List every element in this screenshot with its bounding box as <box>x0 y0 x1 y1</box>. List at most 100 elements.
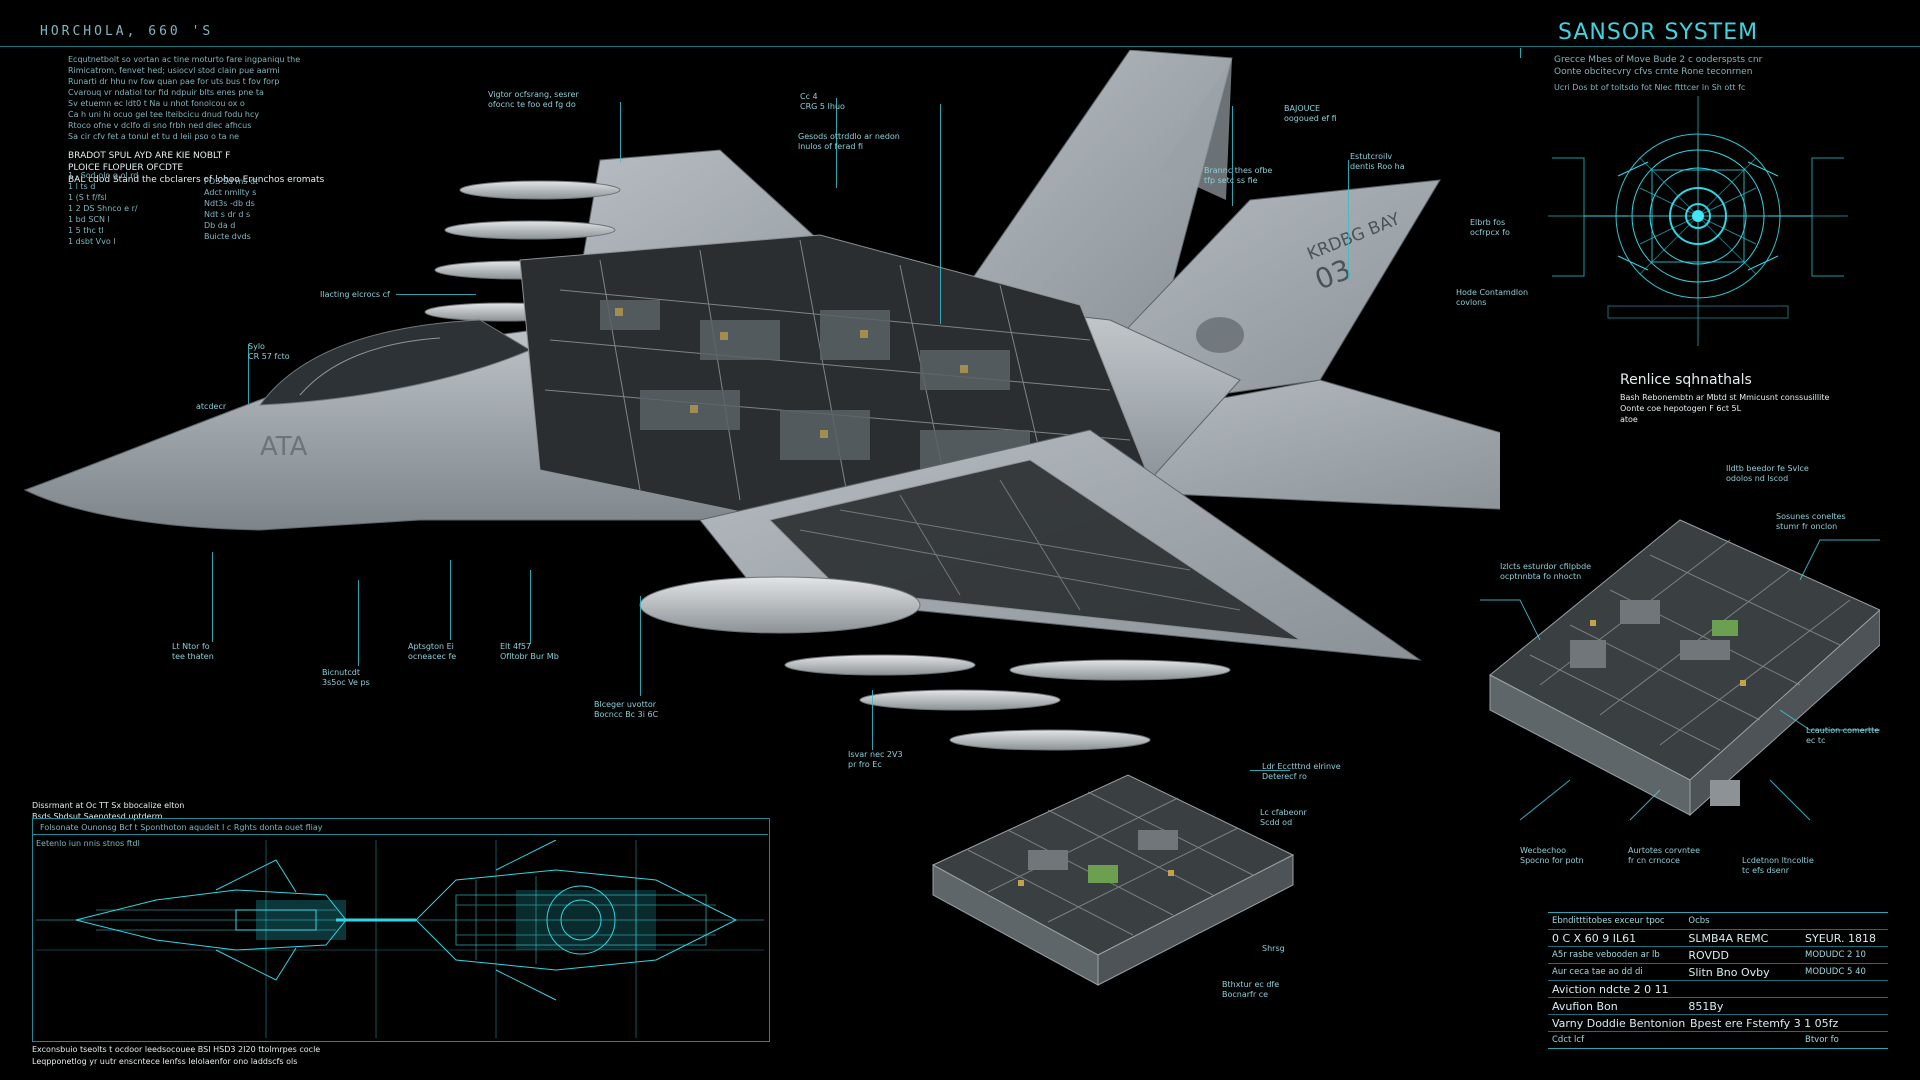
sensor-desc-line: Grecce Mbes of Move Bude 2 c ooderspsts … <box>1554 55 1763 65</box>
intro-text-block: Ecqutnetbolt so vortan ac tine moturto f… <box>68 54 324 186</box>
sensor-title: SANSOR SYSTEM <box>1558 20 1759 45</box>
sensor-description: Grecce Mbes of Move Bude 2 c ooderspsts … <box>1554 54 1762 93</box>
spec-item: Ndt s dr d s <box>204 210 251 219</box>
info-table: Ebnditttitobes exceur tpoc Ocbs 0 C X 60… <box>1548 912 1888 1049</box>
spec-item: 1 dsbt Vvo l <box>68 237 116 246</box>
spec-list-left: 1 , Sod olo g ol rd 1 l ts d 1 (S t f/fs… <box>68 170 138 247</box>
blueprint-footer: Leqpponetlog yr uutr enscntece lenfss le… <box>32 1057 298 1066</box>
table-row: Aur ceca tae ao dd di Slitn Bno Ovby MOD… <box>1548 964 1888 981</box>
intro-line: Cvarouq vr ndatiol tor fid ndpuir blts e… <box>68 88 264 97</box>
table-row: Cdct lcf Btvor fo <box>1552 1035 1839 1045</box>
leader-line <box>248 344 249 404</box>
sub-heading: PLOICE FLOPUER OFCDTE <box>68 163 184 173</box>
spec-item: Ndt3s -db ds <box>204 199 255 208</box>
spec-item: 1 2 DS Shnco e r/ <box>68 204 138 213</box>
blueprint-row-divider <box>32 834 768 835</box>
blueprint-panel <box>32 818 770 1042</box>
header-divider <box>0 46 1920 47</box>
leader-line <box>940 104 941 324</box>
relay-line: atoe <box>1620 415 1638 424</box>
table-row: Ebnditttitobes exceur tpoc Ocbs <box>1548 913 1888 930</box>
intro-line: Ca h uni hi ocuo gel tee lteibcicu dnud … <box>68 110 260 119</box>
leader-line <box>1250 770 1290 771</box>
page-title: HORCHOLA, 660 'S <box>40 24 214 39</box>
relay-line: Oonte coe hepotogen F 6ct 5L <box>1620 404 1742 413</box>
blueprint-footer: Exconsbuio tseolts t ocdoor leedsocouee … <box>32 1045 321 1054</box>
sensor-radar-schematic <box>1548 96 1848 346</box>
callout: atcdecr <box>196 402 227 411</box>
table-row: Varny Doddie Bentonion Bpest ere Fstemfy… <box>1548 1015 1888 1032</box>
spec-item: POS Sd ms dt <box>204 177 259 186</box>
leader-line <box>1232 106 1233 206</box>
intro-line: Sv etuemn ec ldt0 t Na u nhot fonolcou o… <box>68 99 245 108</box>
intro-line: Rimicatrom, fenvet hed; usiocvl stod cla… <box>68 66 280 75</box>
sensor-desc-line: Oonte obcitecvry cfvs crnte Rone teconrn… <box>1554 67 1753 77</box>
spec-item: 1 5 thc tl <box>68 226 104 235</box>
leader-line <box>640 596 641 696</box>
leader-line <box>1348 160 1349 280</box>
leader-line <box>620 102 621 162</box>
intro-line: Rtoco ofne v dclfo di sno frbh ned dlec … <box>68 121 252 130</box>
callout: Ilacting elcrocs cf <box>320 290 390 299</box>
sensor-desc-line: Ucri Dos bt of toltsdo fot Nlec ftttcer … <box>1554 83 1746 92</box>
blueprint-title: Dissrmant at Oc TT Sx bbocalize elton <box>32 801 185 810</box>
leader-line <box>530 570 531 644</box>
leader-line <box>836 98 837 188</box>
sub-heading: BRADOT SPUL AYD ARE KIE NOBLT F <box>68 151 231 161</box>
intro-line: Ecqutnetbolt so vortan ac tine moturto f… <box>68 55 301 64</box>
table-row: Aviction ndcte 2 0 11 <box>1548 981 1888 998</box>
spec-item: 1 , Sod olo g ol rd <box>68 171 139 180</box>
leader-line <box>358 580 359 666</box>
blueprint-schematic <box>36 840 764 1038</box>
table-row: Avufion Bon 851By <box>1548 998 1888 1015</box>
spec-item: Db da d <box>204 221 236 230</box>
blueprint-legend: Eetenlo iun nnis stnos ftdl <box>36 839 140 848</box>
avionics-module-right <box>1480 519 1880 821</box>
blueprint-row-text: Folsonate Ounonsg Bcf t Sponthoton aqude… <box>40 823 323 832</box>
relay-line: Bash Rebonembtn ar Mbtd st Mmicusnt cons… <box>1620 393 1830 402</box>
spec-item: 1 bd SCN l <box>68 215 110 224</box>
blueprint-subtitle: Bsds Sbdsut Saenotesd uptderm <box>32 812 163 821</box>
relay-heading: Renlice sqhnathals <box>1620 372 1752 388</box>
sensor-divider <box>1520 48 1521 58</box>
leader-line <box>396 294 476 295</box>
relay-description: Bash Rebonembtn ar Mbtd st Mmicusnt cons… <box>1620 392 1829 425</box>
spec-list-right: POS Sd ms dt Adct nmllty s Ndt3s -db ds … <box>204 176 258 242</box>
spec-item: 1 l ts d <box>68 182 96 191</box>
intro-line: Sa cir cfv fet a tonul et tu d leii pso … <box>68 132 240 141</box>
nose-text: ATA <box>260 432 308 462</box>
leader-line <box>450 560 451 640</box>
table-row: A5r rasbe vebooden ar lb ROVDD MODUDC 2 … <box>1548 947 1888 964</box>
spec-item: Buicte dvds <box>204 232 251 241</box>
table-row: 0 C X 60 9 IL61 SLMB4A REMC SYEUR. 1818 <box>1548 930 1888 947</box>
sub-heading: BAL cdod Stand the cbclarers of lohoo Er… <box>68 175 325 185</box>
spec-item: 1 (S t f/fsl <box>68 193 107 202</box>
spec-item: Adct nmllty s <box>204 188 257 197</box>
leader-line <box>872 690 873 750</box>
